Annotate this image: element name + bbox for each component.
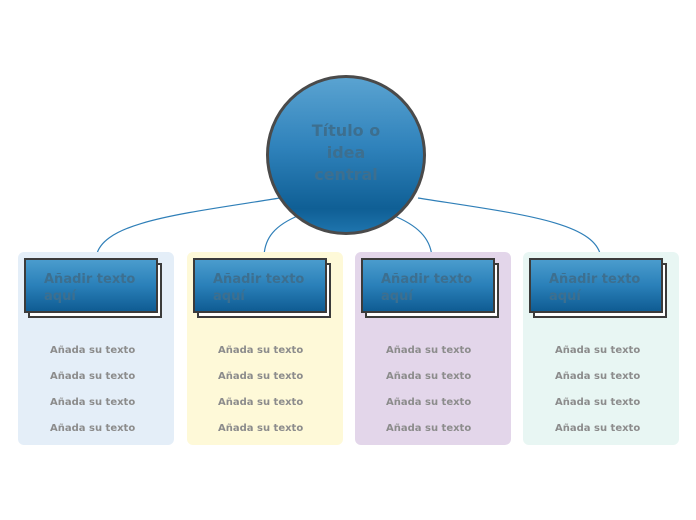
subtopic-item[interactable]: Añada su texto (555, 371, 641, 382)
branch-topic-label: Añadir texto aquí (381, 272, 473, 304)
subtopic-item[interactable]: Añada su texto (386, 345, 472, 356)
branch-topic-box (361, 258, 495, 313)
branch-topic-box (24, 258, 158, 313)
branch-topic-box (193, 258, 327, 313)
subtopic-item[interactable]: Añada su texto (555, 345, 641, 356)
subtopic-item[interactable]: Añada su texto (50, 345, 136, 356)
subtopic-item[interactable]: Añada su texto (555, 397, 641, 408)
branch-topic-label: Añadir texto aquí (44, 272, 136, 304)
subtopic-item[interactable]: Añada su texto (218, 371, 304, 382)
subtopic-item[interactable]: Añada su texto (386, 397, 472, 408)
subtopic-item[interactable]: Añada su texto (50, 397, 136, 408)
branch-topic-4[interactable]: Añadir texto aquí (529, 258, 667, 318)
branch-topic-1[interactable]: Añadir texto aquí (24, 258, 162, 318)
central-topic-title: Título o idea central (311, 121, 381, 184)
branch-topic-label: Añadir texto aquí (213, 272, 305, 304)
subtopic-item[interactable]: Añada su texto (218, 345, 304, 356)
branch-connector-4 (417, 197, 602, 259)
subtopic-item[interactable]: Añada su texto (50, 423, 136, 434)
central-topic-node[interactable]: Título o idea central (266, 75, 426, 235)
branch-topic-2[interactable]: Añadir texto aquí (193, 258, 331, 318)
branch-topic-box (529, 258, 663, 313)
subtopic-item[interactable]: Añada su texto (386, 371, 472, 382)
branch-topic-3[interactable]: Añadir texto aquí (361, 258, 499, 318)
subtopic-item[interactable]: Añada su texto (50, 371, 136, 382)
subtopic-item[interactable]: Añada su texto (218, 423, 304, 434)
subtopic-item[interactable]: Añada su texto (386, 423, 472, 434)
branch-topic-label: Añadir texto aquí (549, 272, 641, 304)
subtopic-item[interactable]: Añada su texto (555, 423, 641, 434)
subtopic-item[interactable]: Añada su texto (218, 397, 304, 408)
branch-connector-1 (95, 197, 281, 259)
